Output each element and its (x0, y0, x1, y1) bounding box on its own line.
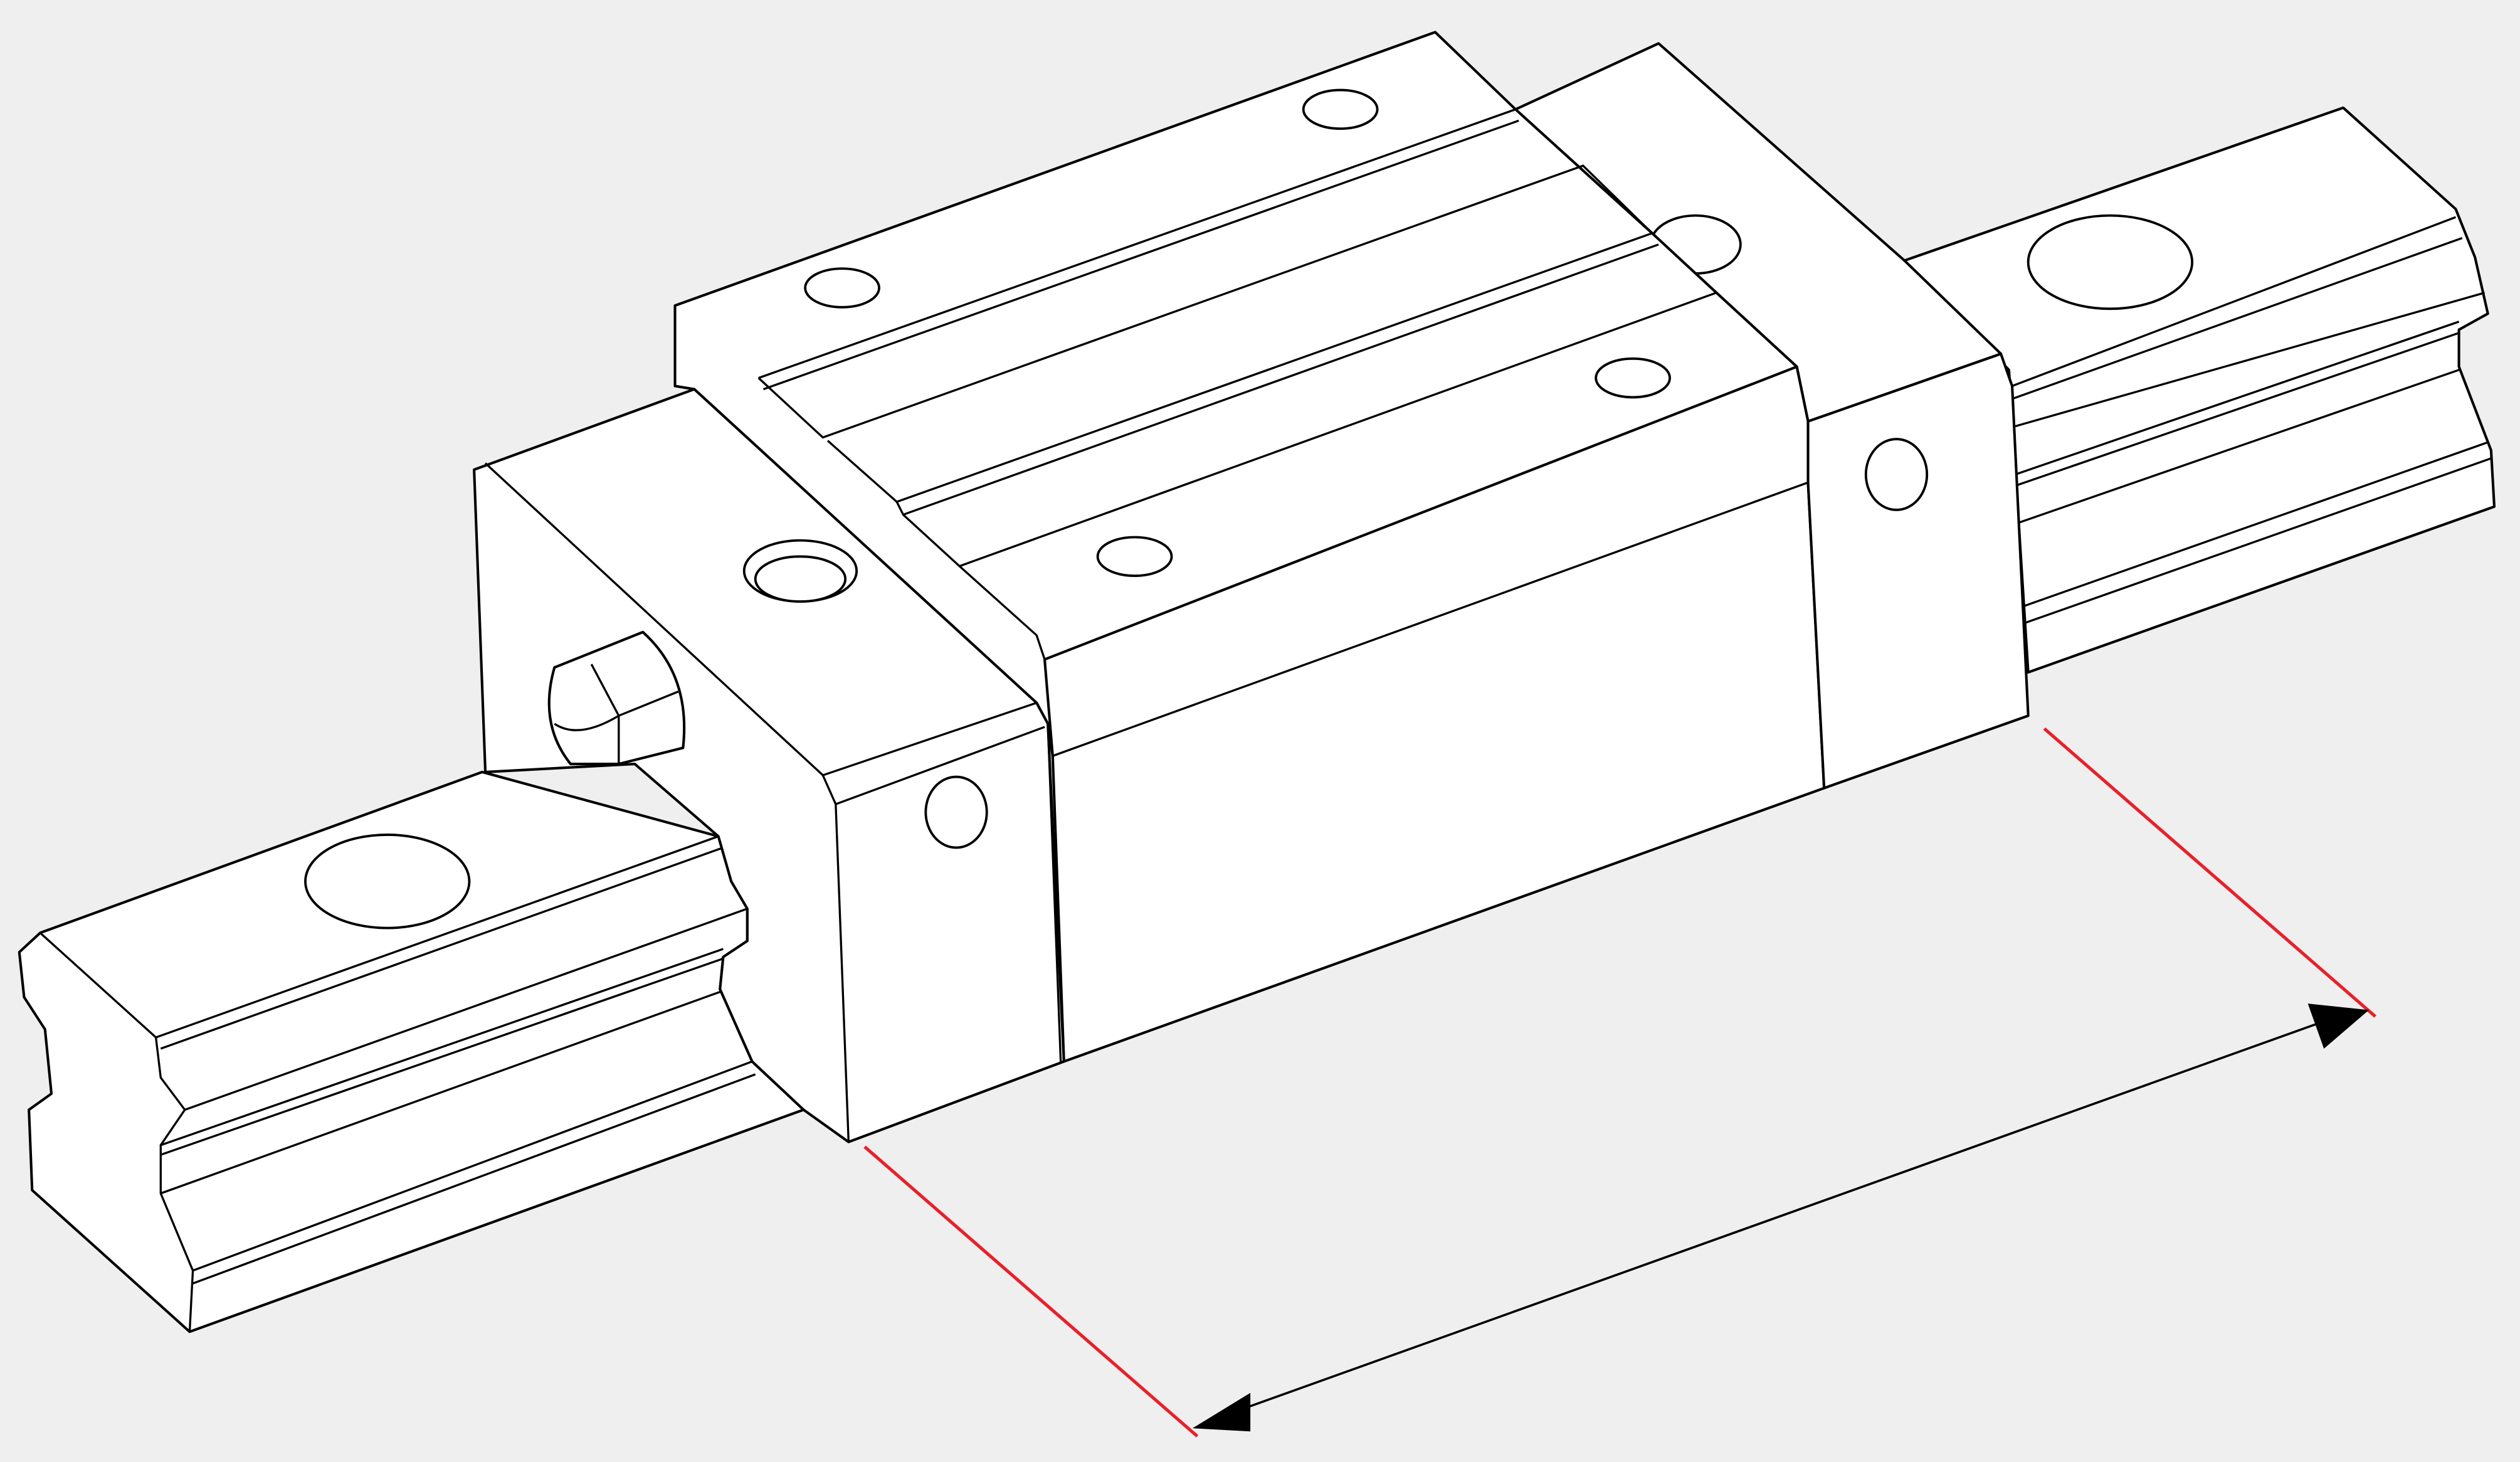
counterbore-inner (754, 555, 847, 603)
tapped-hole (1302, 88, 1379, 130)
arrowhead-left-icon (1192, 1392, 1251, 1432)
carriage (473, 31, 2030, 1143)
rail-left-section (18, 770, 805, 1333)
arrowhead-right-icon (2307, 1004, 2370, 1049)
extension-line-right (2043, 727, 2376, 1018)
end-cap-left (473, 388, 1065, 1143)
length-dimension (863, 727, 2376, 1438)
tapped-hole (1096, 536, 1173, 577)
dimension-line (1224, 1012, 2347, 1417)
rail-mounting-hole (2027, 214, 2194, 310)
rail-right-section (1903, 106, 2496, 674)
lubrication-hole (1864, 438, 1929, 511)
grease-nipple (547, 630, 686, 766)
end-cap-right (1806, 352, 2030, 790)
extension-line-left (863, 1145, 1199, 1438)
tapped-hole (804, 267, 880, 309)
tapped-hole (1595, 357, 1672, 399)
lubrication-hole (924, 775, 988, 849)
rail-mounting-hole (304, 833, 471, 930)
